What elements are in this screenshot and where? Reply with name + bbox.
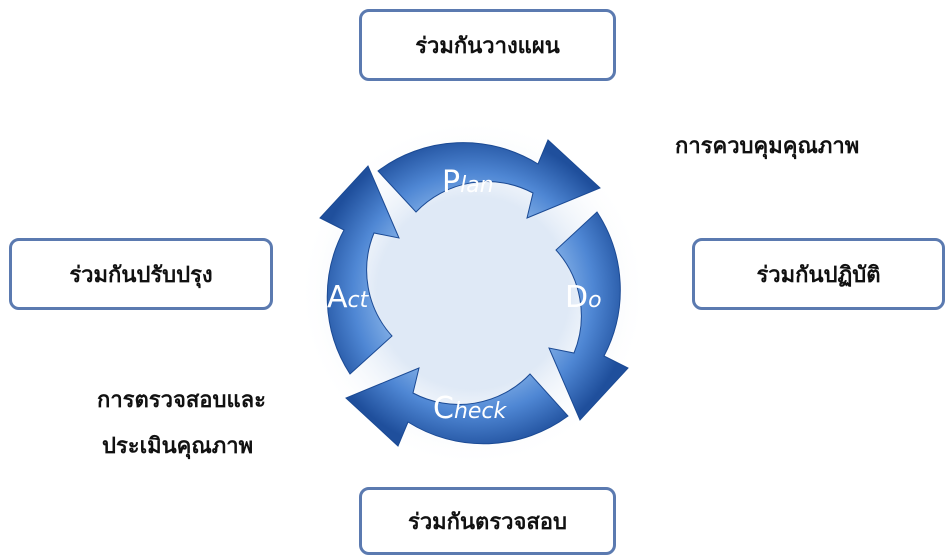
do-together-label: ร่วมกันปฏิบัติ: [756, 262, 881, 288]
quality-control-label: การควบคุมคุณภาพ: [675, 134, 860, 159]
do-text: Do: [565, 280, 602, 315]
assessment-label-line2: ประเมินคุณภาพ: [102, 434, 254, 459]
do-arrow: [548, 211, 629, 421]
do-together-box: ร่วมกันปฏิบัติ: [692, 238, 945, 310]
improve-together-box: ร่วมกันปรับปรุง: [9, 238, 273, 310]
plan-text: Plan: [442, 165, 494, 200]
improve-together-label: ร่วมกันปรับปรุง: [69, 262, 213, 288]
plan-together-box: ร่วมกันวางแผน: [359, 9, 616, 81]
do-initial: D: [565, 280, 588, 315]
assessment-label-line1: การตรวจสอบและ: [97, 388, 266, 413]
do-rest: o: [588, 288, 601, 313]
check-text: Check: [433, 391, 508, 426]
check-arrow: [345, 367, 569, 447]
plan-rest: lan: [460, 173, 494, 198]
check-together-label: ร่วมกันตรวจสอบ: [408, 509, 567, 535]
check-initial: C: [433, 391, 454, 426]
act-text: Act: [327, 280, 370, 315]
check-rest: heck: [454, 399, 508, 424]
act-initial: A: [327, 280, 348, 315]
act-arrow: [319, 165, 400, 375]
plan-initial: P: [442, 165, 460, 200]
check-together-box: ร่วมกันตรวจสอบ: [359, 487, 616, 555]
act-rest: ct: [348, 288, 370, 313]
plan-together-label: ร่วมกันวางแผน: [415, 33, 560, 59]
plan-arrow: [377, 139, 601, 219]
